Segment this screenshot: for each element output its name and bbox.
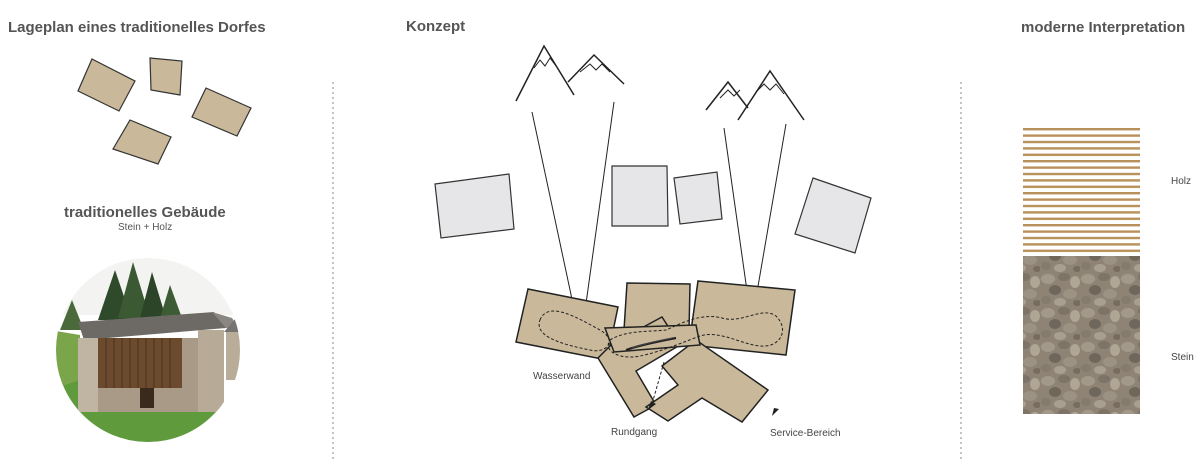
wasserwand-label: Wasserwand [533, 371, 591, 382]
rundgang-arrow [648, 401, 656, 410]
village-house-4 [112, 119, 172, 165]
traditional-building-photo [56, 258, 240, 442]
left-title: Lageplan eines traditionelles Dorfes [8, 19, 266, 36]
mountain-right-1 [705, 80, 749, 111]
stein-label: Stein [1171, 352, 1194, 363]
wood-swatch [1023, 128, 1140, 254]
service-label: Service-Bereich [770, 428, 841, 439]
stone-swatch [1023, 256, 1140, 414]
gray-building-3 [673, 171, 723, 225]
gray-buildings [434, 165, 872, 254]
sight-lines [531, 101, 787, 319]
village-house-3 [191, 87, 252, 137]
mountain-left-2 [567, 53, 625, 85]
gray-building-2 [611, 165, 669, 227]
wing-lower-right [644, 339, 770, 423]
holz-label: Holz [1171, 176, 1192, 187]
building-title: traditionelles Gebäude [64, 204, 226, 221]
village-site-plan [77, 57, 252, 165]
gray-building-1 [434, 173, 515, 239]
gray-building-4 [794, 177, 872, 254]
mountain-icons [515, 44, 805, 121]
village-house-2 [149, 57, 183, 96]
center-title: Konzept [406, 18, 466, 35]
village-house-1 [77, 58, 136, 112]
mountain-right-2 [737, 69, 805, 121]
circulation-path [538, 310, 783, 358]
mountain-left-1 [515, 44, 575, 102]
water-wall [625, 336, 677, 352]
service-arrow [772, 408, 779, 416]
concept-building [515, 280, 796, 423]
building-subtitle: Stein + Holz [118, 222, 173, 233]
wing-left [515, 288, 619, 361]
right-title: moderne Interpretation [1021, 19, 1186, 36]
rundgang-label: Rundgang [611, 427, 658, 438]
